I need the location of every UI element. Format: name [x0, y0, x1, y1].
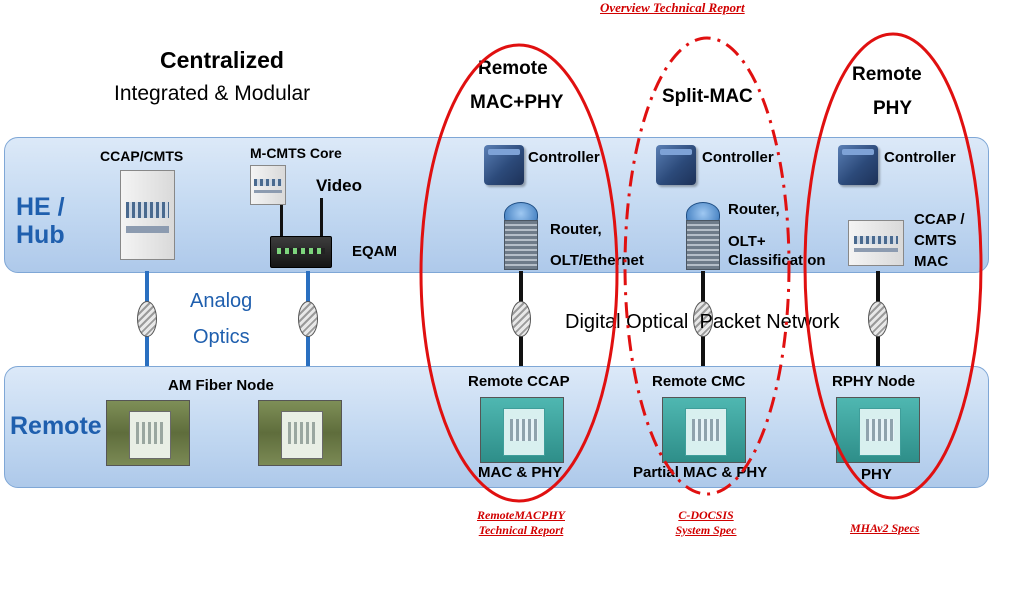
analog-optics-label-2: Optics	[193, 326, 250, 348]
remote-phy-title-1: Remote	[852, 64, 922, 85]
am-fiber-node-label: AM Fiber Node	[168, 377, 274, 394]
analog-optics-label-1: Analog	[190, 290, 253, 312]
video-line-1	[280, 203, 283, 237]
optical-coupler-2	[298, 301, 318, 337]
mcmts-core-label: M-CMTS Core	[250, 145, 342, 161]
split-mac-title: Split-MAC	[662, 86, 753, 107]
controller-server-icon-2	[656, 145, 696, 185]
eqam-device-icon	[270, 236, 332, 268]
remote-macphy-title-2: MAC+PHY	[470, 92, 564, 113]
mcmts-core-chassis-icon	[250, 165, 286, 205]
ccap-mac-chassis-icon	[848, 220, 904, 266]
remote-cmc-label: Remote CMC	[652, 373, 746, 390]
router-label-2-line1: Router,	[728, 201, 780, 218]
optical-coupler-5	[868, 301, 888, 337]
he-hub-label-2: Hub	[16, 221, 65, 249]
remote-ccap-node-icon	[480, 397, 564, 463]
centralized-title: Centralized	[160, 47, 284, 73]
controller-label-1: Controller	[528, 149, 600, 166]
remote-macphy-link-line1[interactable]: RemoteMACPHY	[477, 508, 565, 522]
mhav2-specs-link[interactable]: MHAv2 Specs	[850, 521, 920, 535]
remote-macphy-title-1: Remote	[478, 58, 548, 79]
split-mac-oval	[623, 36, 791, 496]
centralized-subtitle: Integrated & Modular	[114, 82, 311, 105]
controller-server-icon-3	[838, 145, 878, 185]
remote-macphy-oval	[419, 43, 619, 503]
optical-coupler-1	[137, 301, 157, 337]
router-label-1-line1: Router,	[550, 221, 602, 238]
remote-ccap-sub-label: MAC & PHY	[478, 464, 563, 481]
cdocsis-link-line1[interactable]: C-DOCSIS	[678, 508, 734, 522]
he-hub-label-1: HE /	[16, 193, 65, 221]
remote-macphy-report-link[interactable]: RemoteMACPHY Technical Report	[468, 508, 574, 538]
ccap-cmts-label: CCAP/CMTS	[100, 148, 184, 164]
remote-ccap-label: Remote CCAP	[468, 373, 570, 390]
ccap-cmts-chassis-icon	[120, 170, 175, 260]
digital-network-label: Digital Optical Packet Network	[565, 311, 840, 333]
router-label-1-line2: OLT/Ethernet	[550, 252, 644, 269]
optical-coupler-3	[511, 301, 531, 337]
rphy-sub-label: PHY	[861, 466, 892, 483]
remote-phy-oval	[803, 32, 983, 500]
eqam-label: EQAM	[352, 243, 397, 260]
ccap-mac-label-3: MAC	[914, 253, 949, 270]
remote-macphy-link-line2[interactable]: Technical Report	[478, 523, 564, 537]
cdocsis-link-line2[interactable]: System Spec	[675, 523, 737, 537]
rphy-node-icon	[836, 397, 920, 463]
rphy-node-label: RPHY Node	[832, 373, 916, 390]
controller-label-2: Controller	[702, 149, 774, 166]
remote-phy-title-2: PHY	[873, 98, 913, 119]
router-label-2-line2: OLT+	[728, 233, 766, 250]
video-line-2	[320, 198, 323, 238]
optical-coupler-4	[693, 301, 713, 337]
video-label: Video	[316, 176, 362, 195]
router-olt-icon-1	[500, 202, 540, 270]
router-olt-icon-2	[682, 202, 722, 270]
router-label-2-line3: Classification	[728, 252, 826, 269]
am-fiber-node-icon-1	[106, 400, 190, 466]
controller-label-3: Controller	[884, 149, 956, 166]
am-fiber-node-icon-2	[258, 400, 342, 466]
ccap-mac-label-1: CCAP /	[914, 211, 965, 228]
controller-server-icon-1	[484, 145, 524, 185]
cdocsis-spec-link[interactable]: C-DOCSIS System Spec	[664, 508, 748, 538]
ccap-mac-label-2: CMTS	[914, 232, 957, 249]
remote-cmc-sub-label: Partial MAC & PHY	[633, 464, 768, 481]
remote-cmc-node-icon	[662, 397, 746, 463]
remote-label: Remote	[10, 412, 102, 440]
overview-report-link[interactable]: Overview Technical Report	[600, 0, 745, 15]
